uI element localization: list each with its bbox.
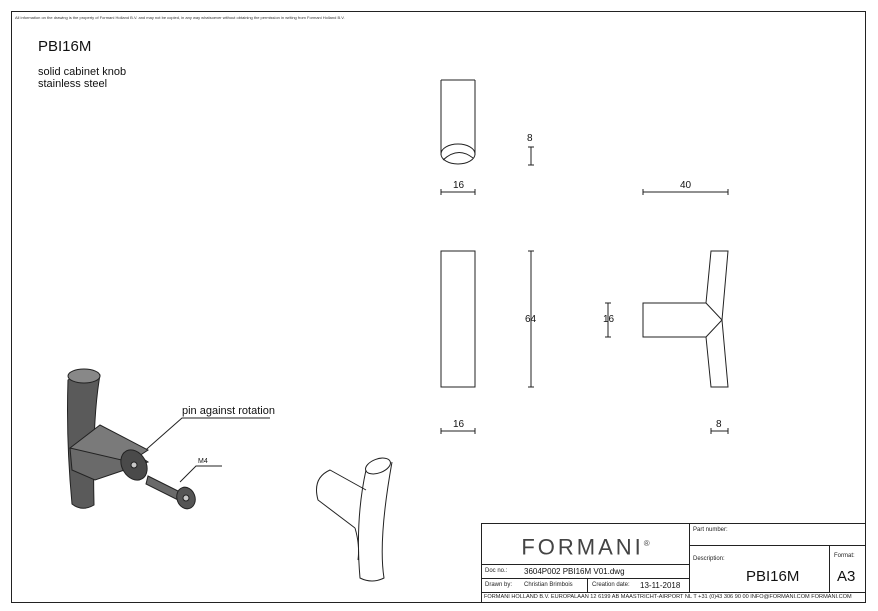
company-footer: FORMANI HOLLAND B.V. EUROPALAAN 12 6199 … bbox=[484, 594, 852, 600]
legal-notice: All information on the drawing is the pr… bbox=[15, 15, 345, 20]
footer-row: FORMANI HOLLAND B.V. EUROPALAAN 12 6199 … bbox=[482, 592, 865, 602]
m4-leader-line bbox=[179, 465, 222, 483]
pin-leader-line bbox=[139, 417, 270, 456]
front-view-knob bbox=[440, 250, 476, 388]
dim-label-top-height: 8 bbox=[527, 133, 533, 144]
dim-line-side-stem bbox=[605, 302, 611, 338]
doc-no-value: 3604P002 PBI16M V01.dwg bbox=[524, 567, 625, 576]
dim-label-top-width: 16 bbox=[453, 180, 465, 191]
brand-name: FORMANI bbox=[521, 534, 644, 560]
description-line-2: stainless steel bbox=[38, 78, 108, 90]
dim-line-bottom-width bbox=[440, 428, 476, 434]
creation-date-value: 13-11-2018 bbox=[640, 581, 681, 590]
brand-logo: FORMANI® bbox=[482, 524, 690, 564]
drawn-by-label: Drawn by: bbox=[485, 582, 513, 588]
creation-date-label: Creation date: bbox=[592, 582, 630, 588]
top-view-knob bbox=[440, 79, 476, 165]
screw-callout: M4 bbox=[198, 458, 208, 465]
dim-line-top-height bbox=[528, 146, 534, 166]
dim-label-bottom-width: 16 bbox=[453, 419, 465, 430]
title-block: FORMANI® Part number: Description: PBI16… bbox=[481, 523, 866, 603]
format-label: Format: bbox=[834, 553, 855, 559]
brand-registered-mark: ® bbox=[643, 539, 650, 548]
description-value: PBI16M bbox=[746, 568, 800, 585]
pin-callout: pin against rotation bbox=[182, 405, 275, 417]
side-view-knob bbox=[642, 250, 729, 388]
drawing-frame: All information on the drawing is the pr… bbox=[11, 11, 866, 603]
part-code-title: PBI16M bbox=[38, 38, 92, 55]
dim-line-front-height bbox=[528, 250, 534, 388]
dim-label-bottom-foot: 8 bbox=[716, 419, 722, 430]
dim-label-side-depth: 40 bbox=[680, 180, 692, 191]
part-number-label: Part number: bbox=[693, 527, 728, 533]
dim-line-bottom-foot bbox=[710, 428, 729, 434]
drawn-by-row: Drawn by: Christian Brimbois bbox=[482, 578, 588, 592]
isometric-outline-knob bbox=[316, 457, 393, 582]
description-label: Description: bbox=[693, 556, 725, 562]
format-value: A3 bbox=[837, 568, 856, 585]
isometric-shaded-knob bbox=[67, 368, 196, 510]
dim-line-top-width bbox=[440, 189, 476, 195]
dim-label-side-stem: 16 bbox=[603, 314, 615, 325]
part-number-cell: Part number: bbox=[690, 524, 865, 546]
doc-no-label: Doc no.: bbox=[485, 568, 508, 574]
doc-no-row: Doc no.: 3604P002 PBI16M V01.dwg bbox=[482, 564, 690, 578]
dim-line-side-depth bbox=[642, 189, 729, 195]
drawn-by-value: Christian Brimbois bbox=[524, 582, 573, 588]
format-cell: Format: A3 bbox=[830, 546, 865, 592]
description-cell: Description: PBI16M bbox=[690, 546, 830, 592]
creation-date-row: Creation date: 13-11-2018 bbox=[588, 578, 690, 592]
description-line-1: solid cabinet knob bbox=[38, 66, 127, 78]
dim-label-front-height: 64 bbox=[525, 314, 537, 325]
